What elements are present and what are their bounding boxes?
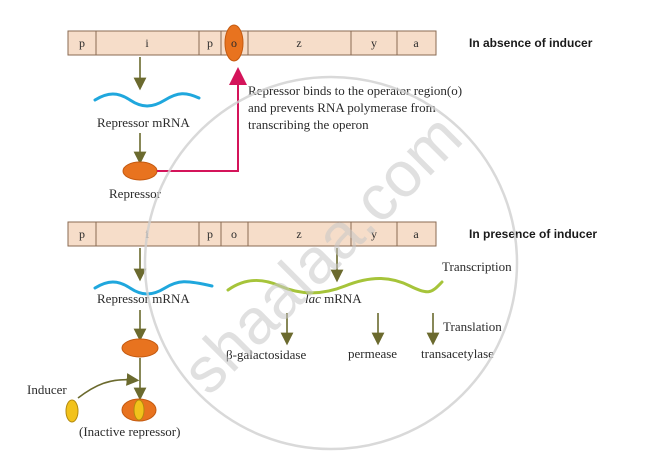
lac-mrna-wave (226, 277, 444, 295)
gene-label-y: y (371, 227, 377, 241)
translation-label: Translation (443, 319, 502, 334)
top-repressor-mrna-wave (93, 92, 201, 108)
gene-label-p1: p (79, 227, 85, 241)
gene-segment-p1 (67, 30, 97, 56)
watermark-text: shaalaa.com (168, 100, 476, 408)
transcription-label: Transcription (442, 259, 512, 274)
gene-segment-p1 (67, 221, 97, 247)
inducer-to-repressor-arrow (77, 373, 140, 399)
gene-segment-z (247, 30, 352, 56)
watermark-ring (143, 75, 519, 451)
gene-segment-a (396, 221, 437, 247)
gene-segment-a (396, 30, 437, 56)
explanation-line-2: and prevents RNA polymerase from (248, 100, 436, 115)
gene-label-p2: p (207, 36, 213, 50)
inactive-repressor-label: (Inactive repressor) (79, 424, 180, 439)
bottom-gene-bar: p i p o z y a (67, 221, 437, 247)
gene-label-p2: p (207, 227, 213, 241)
gene-label-a: a (413, 36, 419, 50)
gene-label-p1: p (79, 36, 85, 50)
top-repressor-mrna-label: Repressor mRNA (97, 115, 190, 130)
inducer-molecule (65, 399, 79, 423)
bottom-repressor-protein (121, 338, 159, 358)
top-repressor-protein (122, 161, 158, 181)
product-beta-galactosidase: β-galactosidase (226, 347, 306, 362)
gene-label-i: i (145, 36, 149, 50)
gene-label-o: o (231, 36, 237, 50)
product-permease: permease (348, 346, 397, 361)
top-repressor-label: Repressor (109, 186, 162, 201)
repressor-binds-operator-arrow (157, 67, 247, 172)
bound-repressor-on-operator (224, 24, 244, 62)
top-heading: In absence of inducer (469, 36, 593, 50)
gene-label-a: a (413, 227, 419, 241)
gene-segment-z (247, 221, 352, 247)
lac-italic: lac (305, 291, 321, 306)
bottom-heading: In presence of inducer (469, 227, 597, 241)
bottom-panel: p i p o z y a In presence of inducer Rep… (27, 221, 597, 439)
top-panel: p i p z y a o In absence of inducer Repr… (67, 24, 593, 201)
inducer-label: Inducer (27, 382, 67, 397)
lac-mrna-rest: mRNA (321, 291, 362, 306)
bound-inducer (133, 399, 145, 421)
bottom-repressor-mrna-label: Repressor mRNA (97, 291, 190, 306)
gene-label-z: z (296, 227, 301, 241)
gene-segment-y (350, 30, 398, 56)
top-gene-bar: p i p z y a (67, 30, 437, 56)
gene-segment-i (95, 30, 200, 56)
product-transacetylase: transacetylase (421, 346, 494, 361)
lac-mrna-label: lac mRNA (305, 291, 362, 306)
gene-label-y: y (371, 36, 377, 50)
gene-segment-y (350, 221, 398, 247)
gene-label-z: z (296, 36, 301, 50)
gene-label-o: o (231, 227, 237, 241)
explanation-line-3: transcribing the operon (248, 117, 369, 132)
